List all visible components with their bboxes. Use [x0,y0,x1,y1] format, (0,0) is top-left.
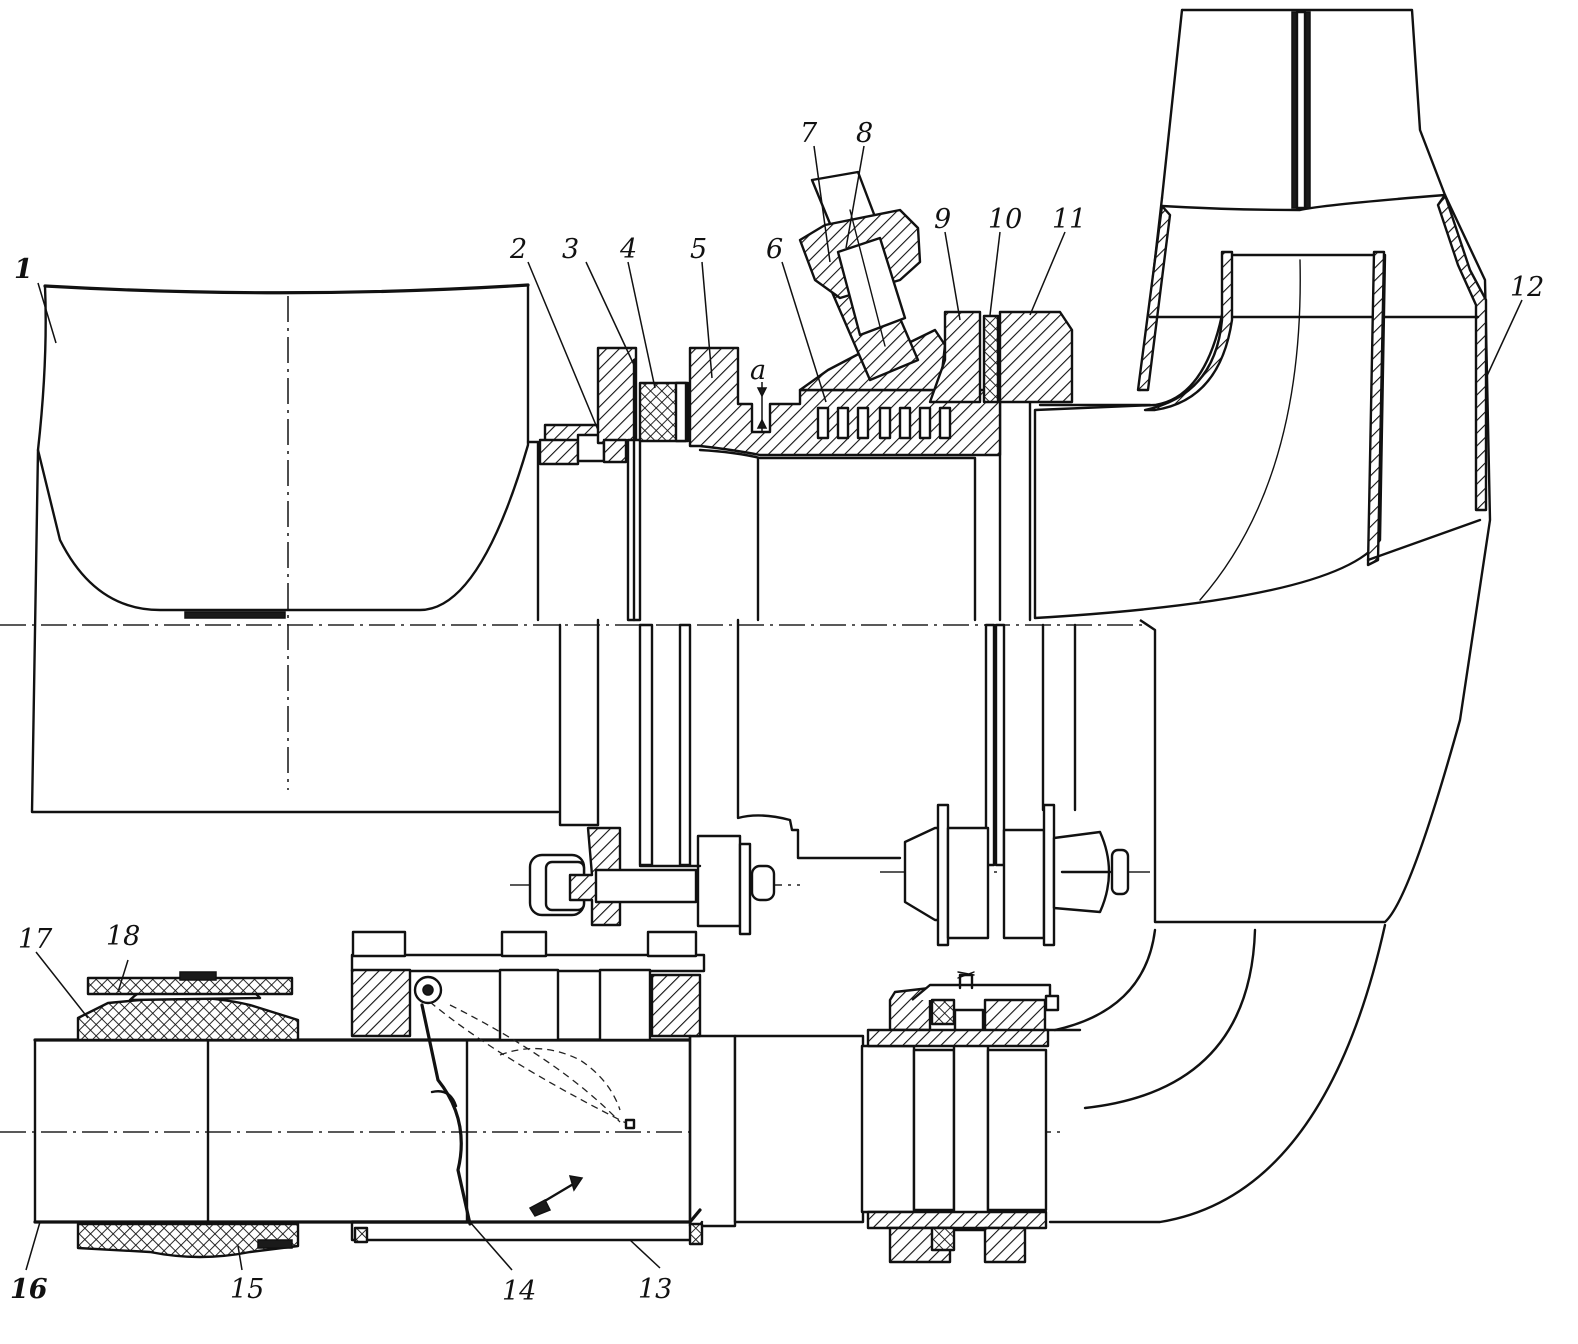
label-11: 11 [1052,204,1086,235]
label-10: 10 [988,204,1022,235]
label-18: 18 [106,921,140,952]
label-13: 13 [638,1274,672,1305]
dimension-a: a [750,355,768,432]
lower-right-clamp [866,971,1060,1264]
bolt-left [528,826,776,936]
label-2: 2 [509,234,527,265]
upper-duct-casing [526,400,1152,860]
label-9: 9 [934,204,951,235]
part-2-flange [538,346,638,466]
engine-housing [30,283,560,814]
part-7-8-fitting [798,170,947,392]
part-9-10-11-flanges [928,310,1074,867]
label-16: 16 [10,1274,48,1305]
part-12-riser-elbow [1033,8,1492,924]
part-number-labels: 1 2 3 4 5 6 7 8 9 10 11 12 13 14 15 16 1… [10,118,1544,1307]
label-12: 12 [1510,272,1544,303]
label-5: 5 [690,234,707,265]
label-3: 3 [562,234,579,265]
label-4: 4 [619,234,637,265]
part-6-labyrinth-seal [816,406,952,440]
bolt-right [903,803,1130,947]
part-13-14-valve [350,930,706,1246]
dimension-label-a: a [750,355,766,386]
leader-lines [25,145,1523,1271]
flow-direction-arrow-icon [528,1175,584,1217]
label-1: 1 [14,254,33,285]
part-15-18-clamp [76,971,300,1259]
label-15: 15 [230,1274,264,1305]
label-14: 14 [502,1276,536,1307]
lower-pipe [33,1028,1082,1232]
label-17: 17 [18,924,53,955]
label-8: 8 [856,118,873,149]
label-6: 6 [766,234,783,265]
label-7: 7 [800,118,818,149]
lower-elbow [1048,923,1387,1224]
